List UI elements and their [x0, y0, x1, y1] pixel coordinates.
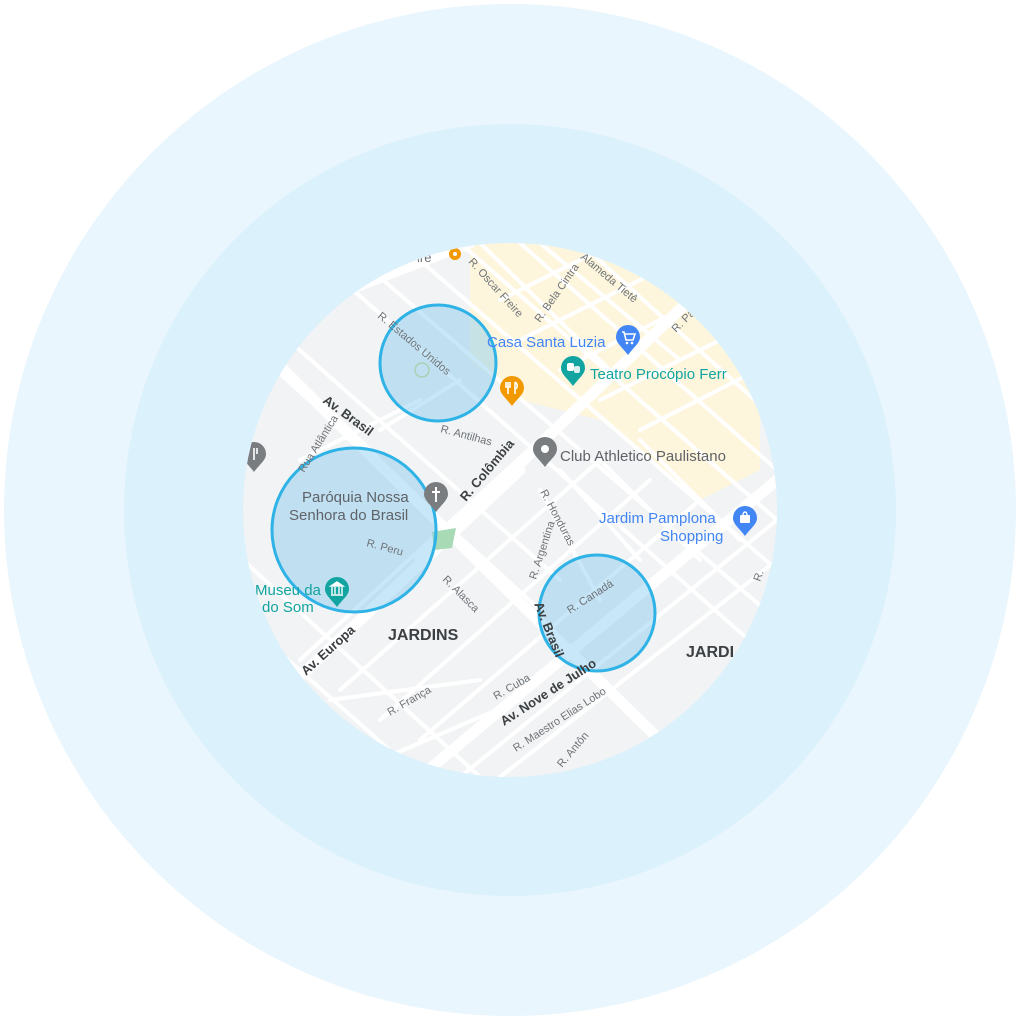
fork-knife-icon — [253, 448, 258, 460]
map-viewport[interactable]: ire R. Oscar Freire R. Bela Cintra Alame… — [243, 243, 777, 777]
place-label-casa-santa-luzia: Casa Santa Luzia — [487, 334, 606, 351]
street-label-edge: R. — [752, 569, 767, 583]
paroquia-marker[interactable] — [424, 482, 448, 512]
top-place-marker[interactable] — [449, 248, 461, 260]
highlight-area-paroquia[interactable] — [270, 446, 438, 614]
cart-icon — [622, 331, 637, 341]
av-nove-de-julho-road — [414, 474, 777, 777]
district-label-jardins: JARDINS — [388, 627, 459, 644]
district-label-jardi: JARDI — [686, 644, 734, 661]
place-label-museu-1: Museu da — [255, 582, 322, 599]
highlight-area-estados-unidos[interactable] — [378, 303, 498, 423]
club-marker[interactable] — [533, 437, 557, 467]
place-label-jardim-2: Shopping — [660, 528, 723, 545]
street-map[interactable]: ire R. Oscar Freire R. Bela Cintra Alame… — [243, 243, 777, 777]
place-label-jardim-1: Jardim Pamplona — [599, 510, 716, 527]
place-labels: Casa Santa Luzia Teatro Procópio Ferr Cl… — [255, 334, 727, 616]
place-label-paroquia-1: Paróquia Nossa — [302, 489, 409, 506]
museum-icon — [328, 581, 346, 596]
museu-marker[interactable] — [325, 577, 349, 607]
park-tree-icon — [414, 362, 430, 378]
highlight-areas — [270, 303, 657, 673]
left-restaurant-marker[interactable] — [243, 442, 266, 472]
highlight-area-canada[interactable] — [537, 553, 657, 673]
r-colombia-road — [414, 284, 706, 566]
casa-santa-luzia-marker[interactable] — [616, 325, 640, 355]
fork-knife-icon — [505, 381, 519, 394]
jardim-pamplona-marker[interactable] — [733, 506, 757, 536]
poi-markers — [243, 248, 757, 607]
av-brasil-road — [243, 324, 686, 766]
theater-masks-icon — [567, 363, 574, 371]
restaurant-marker[interactable] — [500, 376, 524, 406]
cross-icon — [432, 487, 440, 502]
place-label-club: Club Athletico Paulistano — [560, 448, 726, 465]
place-label-paroquia-2: Senhora do Brasil — [289, 507, 408, 524]
place-label-museu-2: do Som — [262, 599, 314, 616]
park-area — [432, 528, 456, 550]
teatro-marker[interactable] — [561, 356, 585, 386]
shopping-bag-icon — [740, 515, 750, 523]
place-label-teatro: Teatro Procópio Ferr — [590, 366, 727, 383]
district-labels: JARDINS JARDI — [388, 627, 734, 661]
